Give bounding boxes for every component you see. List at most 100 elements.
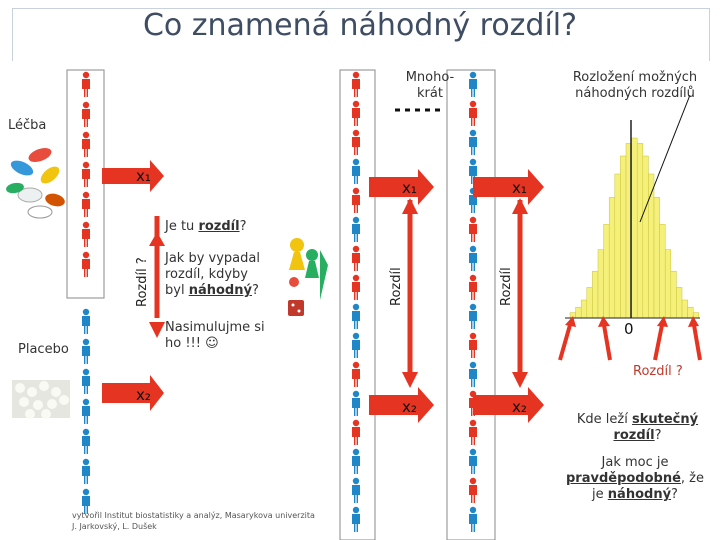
sim-b-person-13 bbox=[469, 448, 477, 474]
game-pieces-image bbox=[288, 238, 328, 316]
je-tu-suffix: ? bbox=[239, 219, 247, 234]
histogram-bar-19 bbox=[676, 287, 683, 319]
sim-a-person-15 bbox=[352, 506, 360, 532]
histogram-bar-15 bbox=[653, 197, 660, 319]
rozdil-q-vertical: Rozdíl ? bbox=[135, 257, 150, 307]
sim-a-person-0 bbox=[352, 71, 360, 97]
jak-moc-line1: Jak moc je bbox=[601, 455, 669, 470]
treatment-person-2 bbox=[82, 131, 90, 157]
histogram-bar-4 bbox=[592, 270, 599, 319]
jak-moc-line3-prefix: je bbox=[592, 487, 608, 502]
rozdil-mid-arrowhead-up bbox=[402, 198, 418, 214]
rozlozeni-label: Rozložení možných náhodných rozdílů bbox=[555, 70, 715, 102]
rozlozeni-pointer bbox=[639, 94, 691, 223]
rozdil-q-arrowhead-down bbox=[149, 322, 165, 338]
kde-line2-suffix: ? bbox=[654, 428, 662, 443]
treatment-person-1 bbox=[82, 101, 90, 127]
nasim-line1: Nasimulujme si bbox=[165, 320, 265, 335]
sim-a-person-9 bbox=[352, 332, 360, 358]
histogram-bar-20 bbox=[681, 299, 688, 319]
jak-line2: rozdíl, kdyby bbox=[165, 267, 248, 282]
kde-line1: Kde leží skutečný bbox=[565, 412, 710, 428]
placebo-person-1 bbox=[82, 338, 90, 364]
histogram-bar-7 bbox=[608, 197, 616, 319]
x2-arrow-left bbox=[102, 375, 164, 411]
sim-a-person-12 bbox=[352, 419, 360, 445]
sim-b-person-7 bbox=[469, 274, 477, 300]
sim-b-person-2 bbox=[469, 129, 477, 155]
jak-line3-word: náhodný bbox=[188, 283, 252, 298]
rozdil-right-arrowhead-up bbox=[512, 198, 528, 214]
kde-line1-prefix: Kde leží bbox=[576, 412, 632, 427]
sim-a-person-14 bbox=[352, 477, 360, 503]
sim-bracket-left bbox=[339, 69, 376, 540]
sim-a-person-6 bbox=[352, 245, 360, 271]
sim-b-person-15 bbox=[469, 506, 477, 532]
x2-label-right: x₂ bbox=[512, 398, 527, 416]
jak-line3-prefix: byl bbox=[165, 283, 189, 298]
histogram-bar-8 bbox=[614, 173, 621, 319]
mnohokrat-label: Mnoho- krát bbox=[395, 70, 465, 102]
nasim-line2: ho !!! ☺ bbox=[165, 336, 219, 351]
sim-b-person-6 bbox=[469, 245, 477, 271]
histogram-bar-2 bbox=[580, 299, 588, 319]
kde-line1-word: skutečný bbox=[631, 412, 699, 427]
histogram-bar-12 bbox=[636, 143, 644, 319]
sim-a-person-3 bbox=[352, 158, 360, 184]
sim-a-person-11 bbox=[352, 390, 360, 416]
sim-a-person-10 bbox=[352, 361, 360, 387]
kde-line2-word: rozdíl bbox=[613, 428, 655, 443]
sim-a-person-13 bbox=[352, 448, 360, 474]
footer-line2: J. Jarkovský, L. Dušek bbox=[72, 522, 157, 531]
sim-b-person-10 bbox=[469, 361, 477, 387]
treatment-person-6 bbox=[82, 251, 90, 277]
nasimulujme-text: Nasimulujme si ho !!! ☺ bbox=[165, 320, 265, 352]
placebo-tablets-image bbox=[12, 380, 70, 419]
rozdil-vertical-mid: Rozdíl bbox=[389, 267, 404, 306]
histogram-chart bbox=[569, 137, 700, 319]
rozdil-q-red: Rozdíl ? bbox=[633, 364, 683, 379]
x1-label-right: x₁ bbox=[512, 179, 527, 197]
histogram-bar-16 bbox=[659, 224, 666, 319]
sim-a-person-8 bbox=[352, 303, 360, 329]
kde-lezi-text: Kde leží skutečný rozdíl? bbox=[565, 412, 710, 444]
jak-moc-line3: je náhodný? bbox=[555, 487, 715, 503]
je-tu-rozdil: Je tu rozdíl? bbox=[165, 219, 246, 235]
histogram-bar-1 bbox=[575, 306, 582, 319]
placebo-person-5 bbox=[82, 458, 90, 484]
x1-arrow-left bbox=[102, 160, 164, 192]
rozlozeni-line2: náhodných rozdílů bbox=[575, 86, 695, 101]
x1-label-mid: x₁ bbox=[402, 179, 417, 197]
histogram-bar-21 bbox=[687, 306, 694, 319]
sim-b-person-14 bbox=[469, 477, 477, 503]
sim-b-person-9 bbox=[469, 332, 477, 358]
sim-b-person-0 bbox=[469, 71, 477, 97]
pills-image bbox=[6, 148, 65, 219]
x1-arrow-right bbox=[473, 169, 544, 205]
rozdil-q-arrowhead-up bbox=[149, 232, 165, 246]
placebo-label: Placebo bbox=[18, 342, 69, 357]
je-tu-word: rozdíl bbox=[198, 219, 240, 234]
histogram-bar-11 bbox=[631, 137, 638, 319]
sim-b-person-1 bbox=[469, 100, 477, 126]
sim-b-person-5 bbox=[469, 216, 477, 242]
footer-line1: vytvořil Institut biostatistiky a analýz… bbox=[72, 511, 315, 520]
placebo-person-2 bbox=[82, 368, 90, 394]
sim-a-person-4 bbox=[352, 187, 360, 213]
jak-moc-line3-word: náhodný bbox=[607, 487, 672, 502]
treatment-person-5 bbox=[82, 221, 90, 247]
footer-credits: vytvořil Institut biostatistiky a analýz… bbox=[72, 510, 315, 532]
rozdil-mid-arrowhead-down bbox=[402, 372, 418, 388]
sim-b-person-8 bbox=[469, 303, 477, 329]
x2-arrow-right bbox=[473, 387, 544, 423]
jak-moc-text: Jak moc je pravděpodobné, že je náhodný? bbox=[555, 455, 715, 503]
mnohokrat-line2: krát bbox=[417, 86, 443, 101]
placebo-person-0 bbox=[82, 308, 90, 334]
je-tu-prefix: Je tu bbox=[165, 219, 199, 234]
treatment-person-0 bbox=[82, 71, 90, 97]
jak-by-text: Jak by vypadal rozdíl, kdyby byl náhodný… bbox=[165, 251, 260, 299]
sim-a-person-5 bbox=[352, 216, 360, 242]
x1-arrow-mid bbox=[369, 169, 434, 205]
sim-a-person-1 bbox=[352, 100, 360, 126]
